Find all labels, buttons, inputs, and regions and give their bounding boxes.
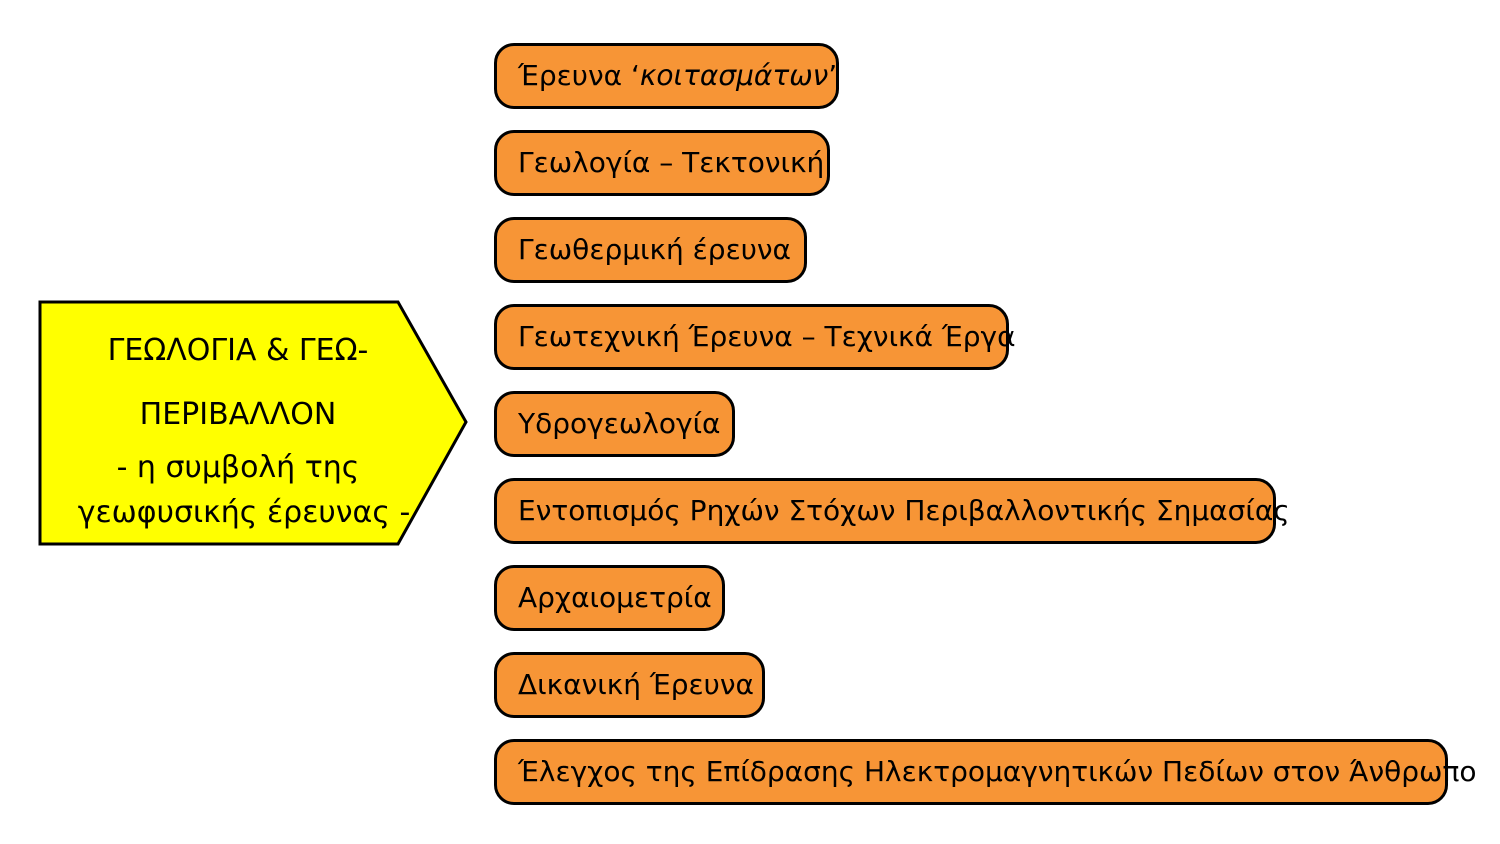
item-box-geothermal-research: Γεωθερμική έρευνα xyxy=(494,217,807,283)
item-box-geotechnical-research: Γεωτεχνική Έρευνα – Τεχνικά Έργα xyxy=(494,304,1016,370)
item-label: Υδρογεωλογία xyxy=(518,407,721,440)
main-topic-line4: γεωφυσικής έρευνας - xyxy=(77,495,411,530)
item-label-prefix: Έρευνα ‘ xyxy=(518,59,640,92)
main-topic-pentagon: ΓΕΩΛΟΓΙΑ & ΓΕΩ- ΠΕΡΙΒΑΛΛΟΝ - η συμβολή τ… xyxy=(38,300,470,547)
pentagon-arrow-shape xyxy=(38,300,468,546)
item-box-deposits-research: Έρευνα ‘κοιτασμάτων’ xyxy=(494,43,839,109)
item-label: Έλεγχος της Επίδρασης Ηλεκτρομαγνητικών … xyxy=(518,755,1477,788)
main-topic-line1: ΓΕΩΛΟΓΙΑ & ΓΕΩ- xyxy=(107,333,369,368)
item-label: Αρχαιομετρία xyxy=(518,581,712,614)
item-box-hydrogeology: Υδρογεωλογία xyxy=(494,391,735,457)
item-label: Γεωτεχνική Έρευνα – Τεχνικά Έργα xyxy=(518,320,1016,353)
main-topic-text: ΓΕΩΛΟΓΙΑ & ΓΕΩ- ΠΕΡΙΒΑΛΛΟΝ - η συμβολή τ… xyxy=(42,300,434,547)
item-label-suffix: ’ xyxy=(828,59,838,92)
item-label: Δικανική Έρευνα xyxy=(518,668,754,701)
item-box-archaeometry: Αρχαιομετρία xyxy=(494,565,725,631)
item-label: Εντοπισμός Ρηχών Στόχων Περιβαλλοντικής … xyxy=(518,494,1290,527)
item-box-forensic-research: Δικανική Έρευνα xyxy=(494,652,765,718)
item-box-geology-tectonics: Γεωλογία – Τεκτονική xyxy=(494,130,830,196)
main-topic-line3: - η συμβολή της xyxy=(116,450,360,485)
item-box-em-fields-effects: Έλεγχος της Επίδρασης Ηλεκτρομαγνητικών … xyxy=(494,739,1476,805)
item-box-shallow-targets: Εντοπισμός Ρηχών Στόχων Περιβαλλοντικής … xyxy=(494,478,1290,544)
item-label-italic: κοιτασμάτων xyxy=(639,59,829,92)
item-label: Γεωθερμική έρευνα xyxy=(518,233,791,266)
item-label: Γεωλογία – Τεκτονική xyxy=(518,146,825,179)
main-topic-line2: ΠΕΡΙΒΑΛΛΟΝ xyxy=(139,397,337,432)
